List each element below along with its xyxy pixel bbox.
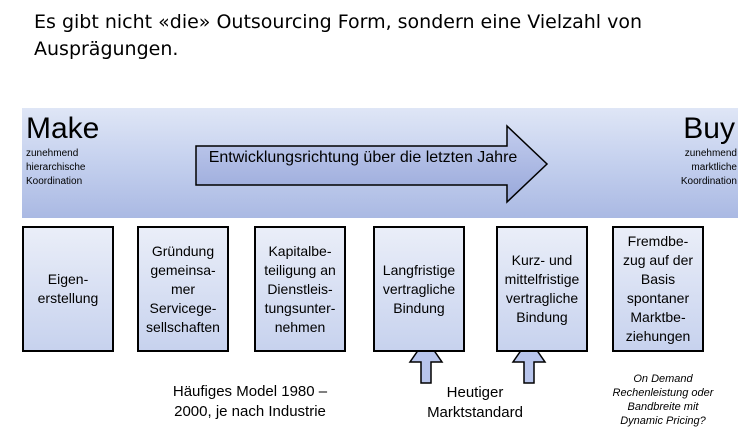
box-line: Marktbe-: [630, 309, 686, 325]
note-line: Bandbreite mit: [627, 401, 699, 413]
box-line: ziehungen: [625, 328, 691, 344]
box-line: Langfristige: [382, 261, 456, 278]
box-line: gemeinsa-: [150, 261, 216, 278]
buy-subtitle-line: zunehmend: [684, 148, 737, 159]
note-market-standard: Heutiger Marktstandard: [400, 383, 550, 423]
box-line: tungsunter-: [264, 299, 336, 316]
note-line: Häufiges Model 1980 –: [172, 383, 328, 400]
box-kurz-mittelfristige-bindung: Kurz- und mittelfristige vertragliche Bi…: [496, 226, 588, 352]
box-label: Kurz- und mittelfristige vertragliche Bi…: [499, 251, 585, 327]
box-label: Gründung gemeinsa- mer Servicege- sellsc…: [140, 242, 226, 337]
make-heading: Make: [26, 112, 100, 145]
arrow-label: Entwicklungsrichtung über die letzten Ja…: [208, 149, 518, 166]
note-line: Dynamic Pricing?: [620, 415, 706, 427]
development-direction-arrow: [195, 124, 549, 204]
box-label: Eigen- erstellung: [25, 270, 111, 308]
box-line: erstellung: [37, 290, 99, 306]
box-line: Servicege-: [149, 299, 217, 316]
make-subtitle-line: hierarchische: [26, 162, 86, 173]
box-line: zug auf der: [622, 252, 694, 268]
box-label: Kapitalbe- teiligung an Dienstleis- tung…: [257, 242, 343, 337]
note-line: On Demand: [633, 373, 693, 385]
box-line: Bindung: [393, 299, 445, 316]
box-line: sellschaften: [146, 318, 220, 335]
box-line: spontaner: [626, 290, 690, 306]
slide-title: Es gibt nicht «die» Outsourcing Form, so…: [34, 11, 642, 60]
buy-subtitle-line: Koordination: [680, 176, 737, 187]
box-line: mittelfristige: [504, 271, 580, 287]
make-subtitle-line: zunehmend: [26, 148, 79, 159]
make-subtitle: zunehmend hierarchische Koordination: [26, 147, 85, 189]
box-langfristige-bindung: Langfristige vertragliche Bindung: [373, 226, 465, 352]
buy-subtitle-line: marktliche: [691, 162, 737, 173]
box-servicegesellschaften: Gründung gemeinsa- mer Servicege- sellsc…: [137, 226, 229, 352]
buy-subtitle: zunehmend marktliche Koordination: [681, 147, 737, 189]
make-subtitle-line: Koordination: [26, 176, 83, 187]
box-line: Kapitalbe-: [268, 242, 332, 259]
box-eigenerstellung: Eigen- erstellung: [22, 226, 114, 352]
box-line: Kurz- und: [511, 252, 573, 268]
box-line: teiligung an: [264, 261, 336, 278]
box-line: Eigen-: [47, 271, 89, 287]
box-line: Gründung: [151, 242, 215, 259]
box-line: Dienstleis-: [267, 280, 333, 297]
box-line: Basis: [640, 271, 676, 287]
box-fremdbezug: Fremdbe- zug auf der Basis spontaner Mar…: [612, 226, 704, 352]
note-on-demand: On Demand Rechenleistung oder Bandbreite…: [588, 372, 738, 428]
box-line: vertragliche: [505, 290, 579, 306]
box-label: Langfristige vertragliche Bindung: [376, 261, 462, 318]
box-kapitalbeteiligung: Kapitalbe- teiligung an Dienstleis- tung…: [254, 226, 346, 352]
note-line: Rechenleistung oder: [612, 387, 714, 399]
note-model-1980: Häufiges Model 1980 – 2000, je nach Indu…: [135, 382, 365, 422]
note-line: 2000, je nach Industrie: [174, 403, 326, 420]
box-line: nehmen: [274, 318, 326, 335]
box-line: Fremdbe-: [627, 233, 689, 249]
box-line: Bindung: [516, 309, 568, 325]
note-line: Heutiger: [446, 384, 504, 401]
buy-heading: Buy: [683, 112, 735, 145]
note-line: Marktstandard: [427, 404, 523, 421]
box-line: vertragliche: [382, 280, 456, 297]
box-line: mer: [170, 280, 196, 297]
box-label: Fremdbe- zug auf der Basis spontaner Mar…: [615, 232, 701, 346]
